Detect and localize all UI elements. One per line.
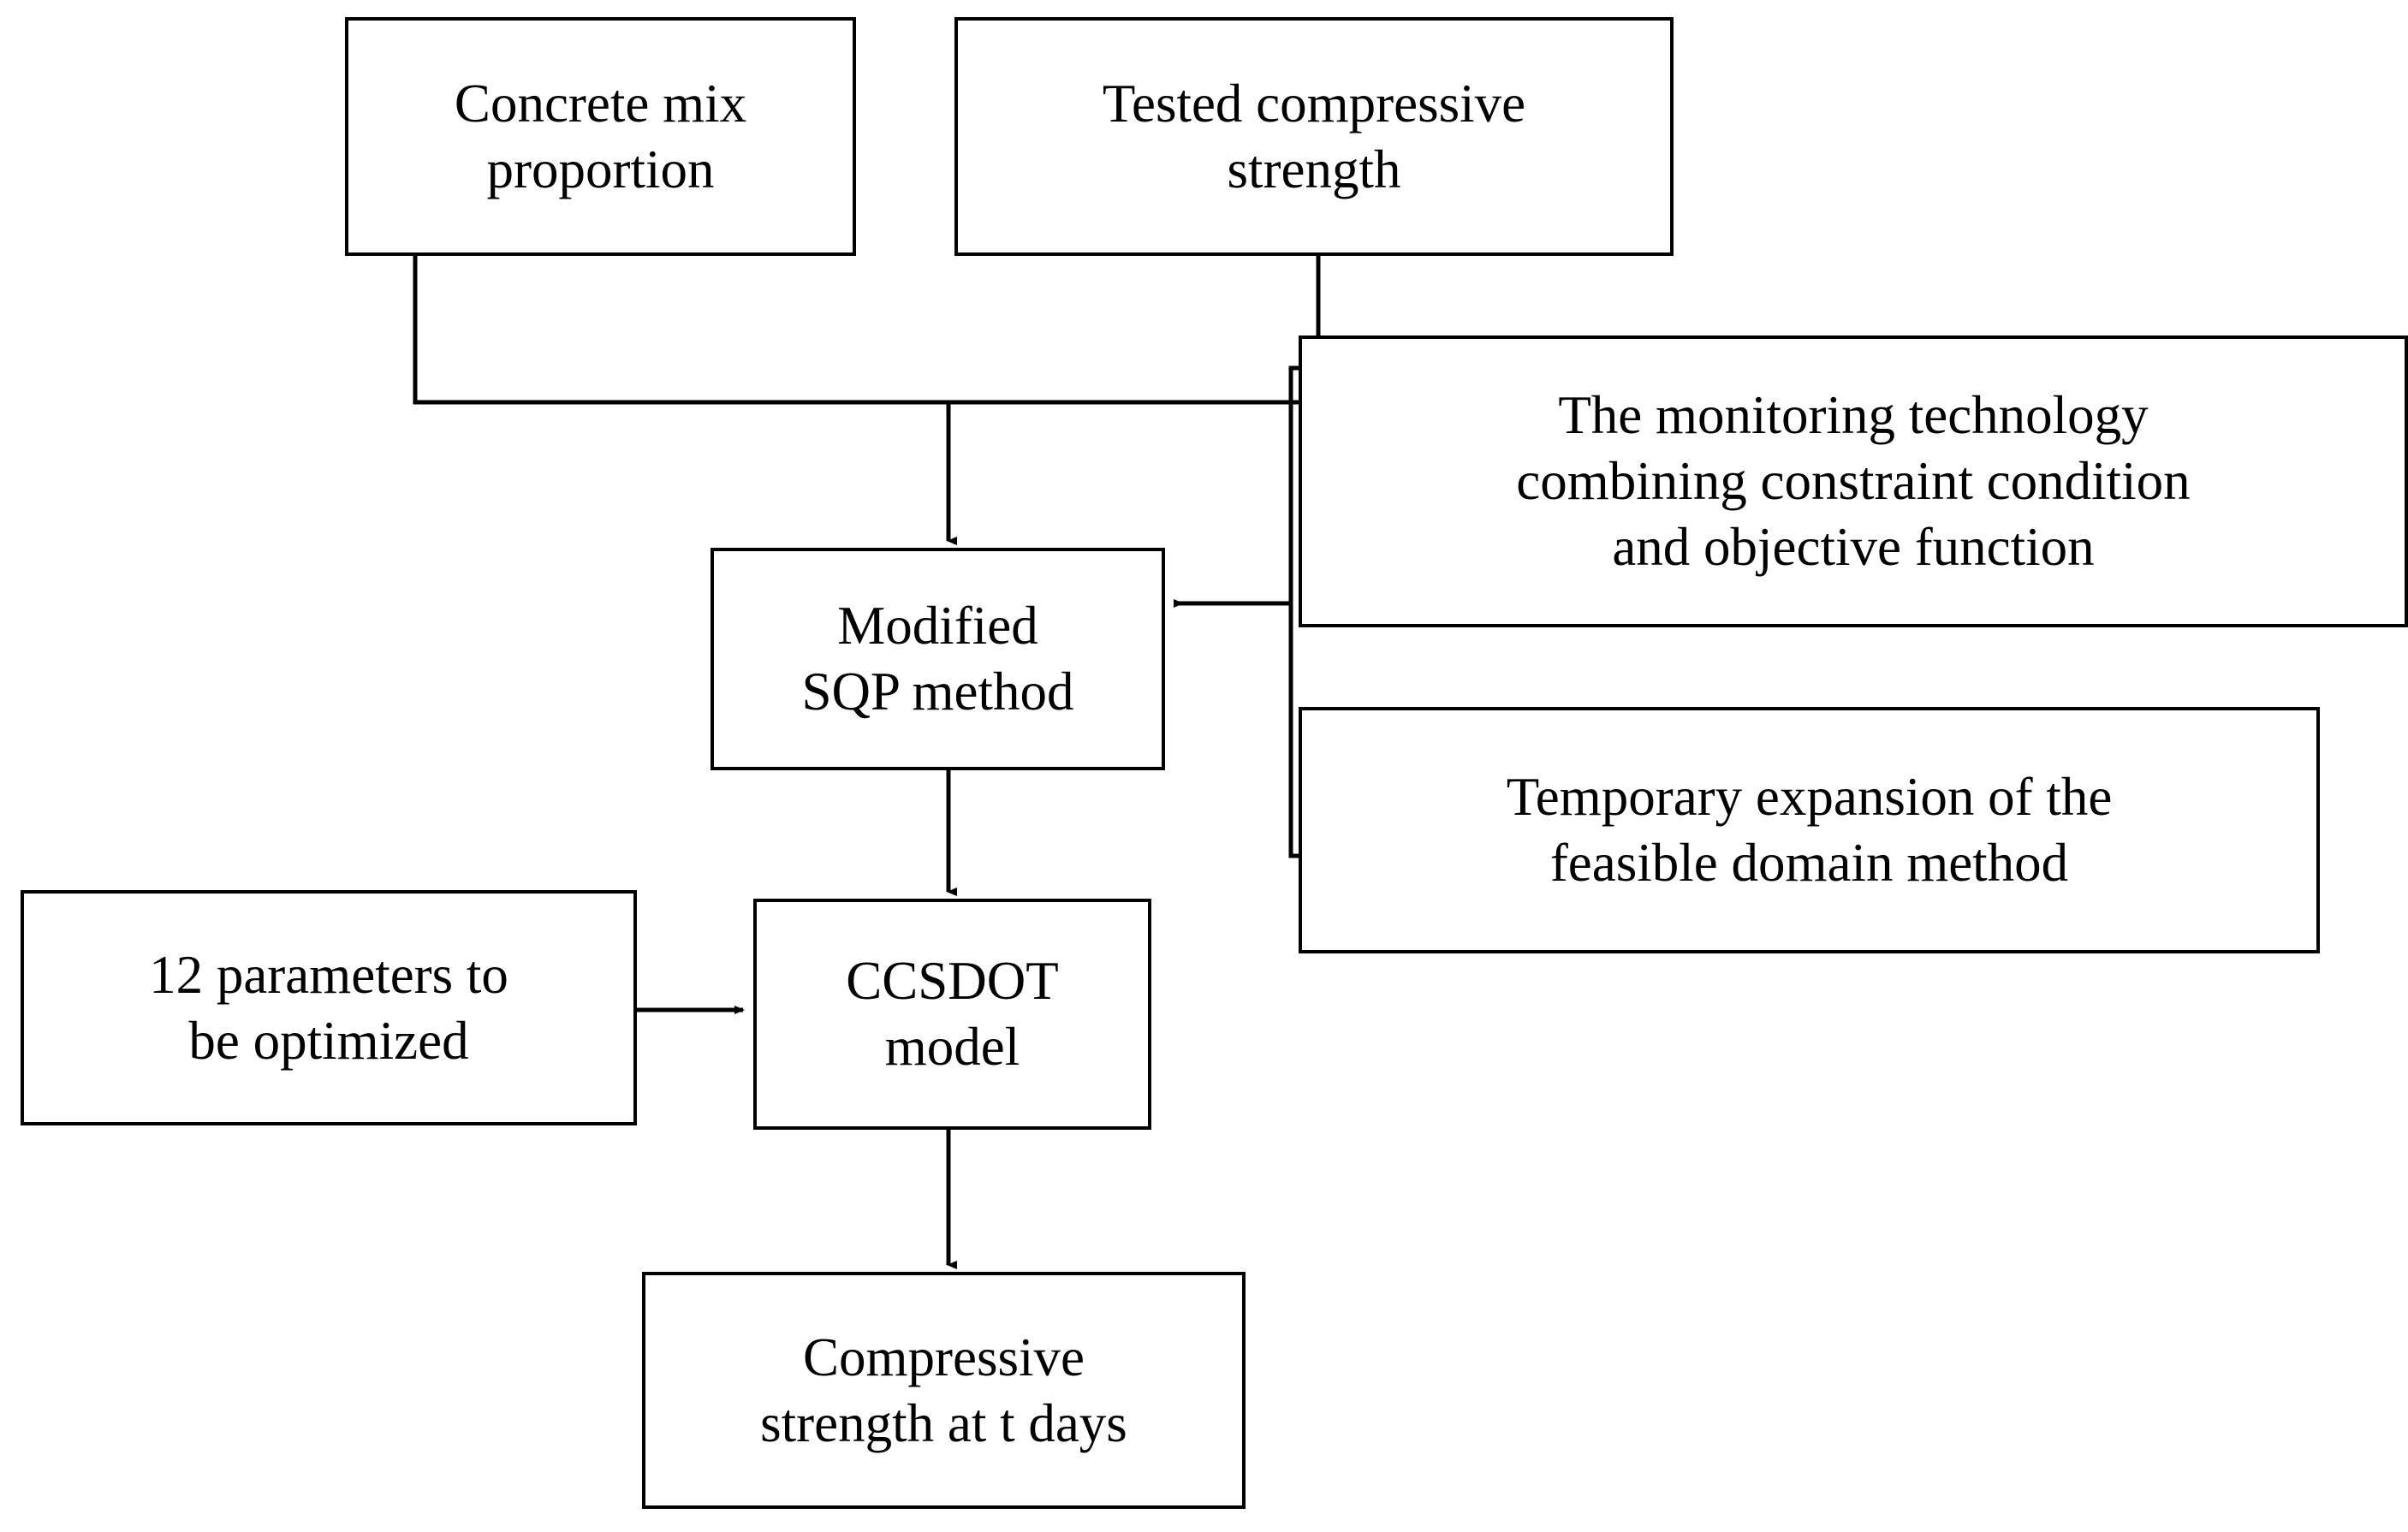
edge-concrete-to-junction — [413, 256, 948, 405]
node-12-parameters-to-be-optimized[interactable]: 12 parameters to be optimized — [21, 890, 637, 1125]
node-label: Tested compressive strength — [1102, 73, 1526, 199]
node-modified-sqp-method[interactable]: Modified SQP method — [711, 548, 1165, 770]
node-ccsdot-model[interactable]: CCSDOT model — [753, 899, 1151, 1130]
edge-tested-to-junction — [948, 256, 1321, 405]
node-label: The monitoring technology combining cons… — [1516, 385, 2191, 577]
node-label: Concrete mix proportion — [454, 73, 747, 199]
node-monitoring-technology[interactable]: The monitoring technology combining cons… — [1299, 335, 2408, 627]
node-label: CCSDOT model — [846, 951, 1059, 1077]
node-temporary-expansion-feasible-domain[interactable]: Temporary expansion of the feasible doma… — [1299, 707, 2320, 953]
edge-monitoring-to-bracket — [1288, 365, 1299, 603]
node-label: 12 parameters to be optimized — [149, 944, 508, 1071]
node-concrete-mix-proportion[interactable]: Concrete mix proportion — [345, 17, 856, 256]
node-compressive-strength-at-t-days[interactable]: Compressive strength at t days — [642, 1272, 1246, 1509]
node-label: Temporary expansion of the feasible doma… — [1506, 767, 2113, 893]
node-label: Compressive strength at t days — [760, 1327, 1127, 1453]
node-tested-compressive-strength[interactable]: Tested compressive strength — [954, 17, 1674, 256]
edge-temporary-to-bracket — [1288, 603, 1299, 858]
node-label: Modified SQP method — [801, 596, 1074, 721]
